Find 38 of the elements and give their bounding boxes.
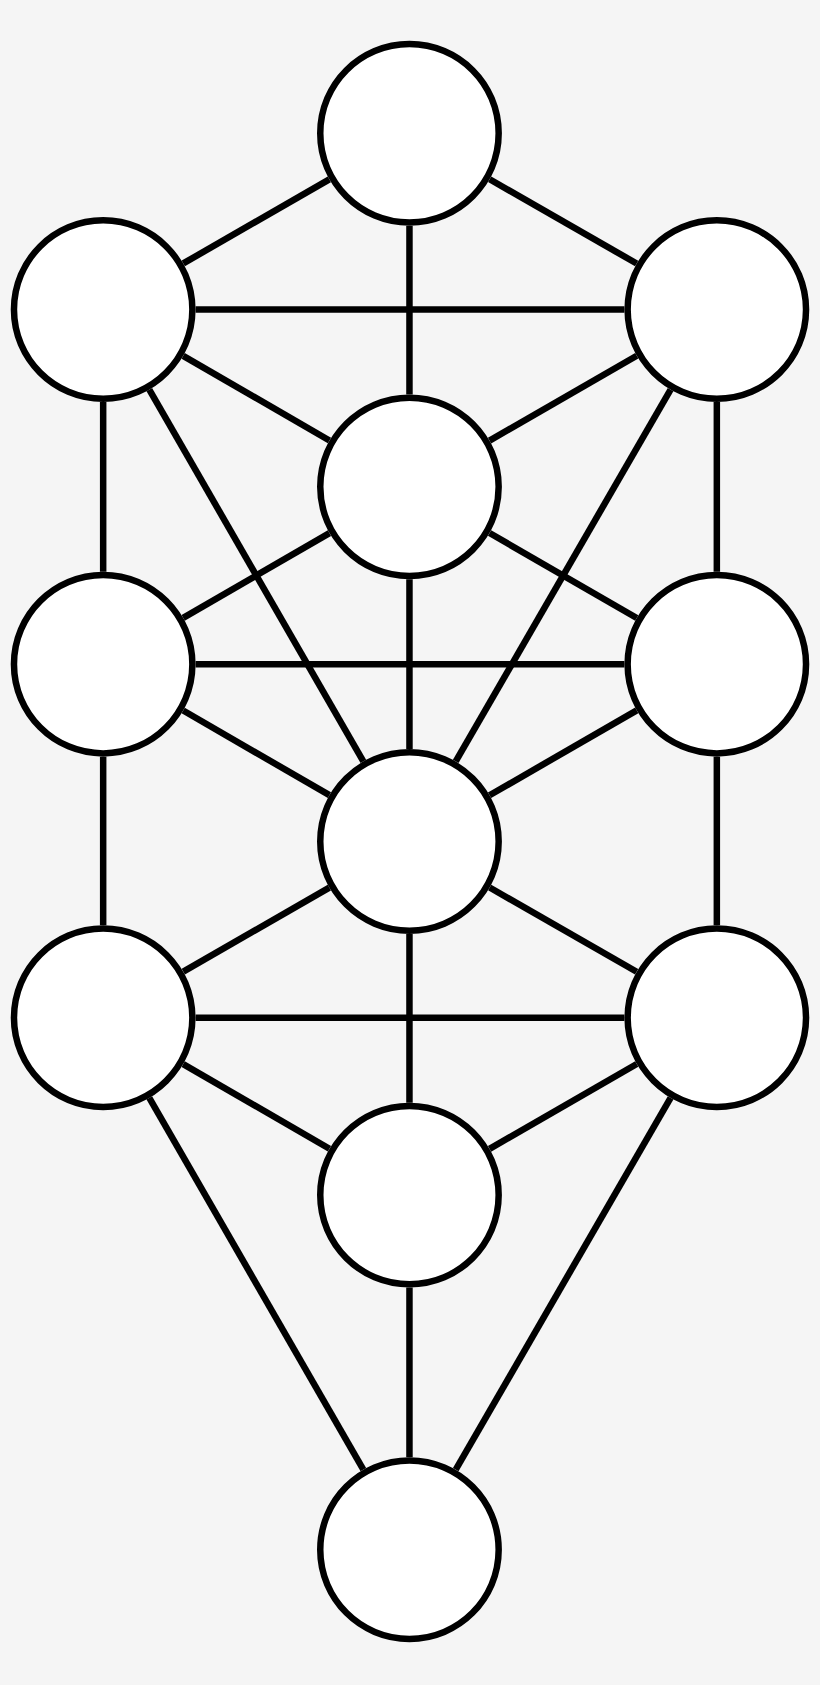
connector-line [195,1014,625,1021]
connector-line [99,756,107,926]
connector-line [181,1061,332,1152]
connector-line [488,884,639,975]
connector-line [181,884,331,975]
connector-line [713,756,721,926]
connector-line [406,1287,413,1458]
circle [10,217,196,402]
connector-line [406,225,413,395]
connector-line [181,707,332,798]
circle [624,217,810,402]
circle [10,925,196,1111]
connector-line [452,1096,674,1472]
connector-line [181,530,332,621]
connector-line [713,401,721,572]
circle [624,925,810,1111]
circle [10,571,196,757]
connector-line [146,388,367,763]
connector-line [487,352,639,444]
connector-line [488,176,639,267]
connector-line [452,387,674,764]
connector-line [99,401,107,572]
circle [624,571,810,757]
circle [317,749,502,934]
circle [317,394,502,580]
circle [317,1102,502,1288]
connector-line [146,1096,367,1472]
connector-line [181,353,332,444]
circle [317,1457,502,1643]
connector-line [181,176,331,267]
circle [317,40,502,226]
connector-line [406,933,413,1103]
connector-line [406,579,413,750]
connector-line [195,660,625,668]
connector-line [195,306,625,313]
connector-line [487,707,639,799]
connector-line [487,530,639,621]
connector-line [487,1061,639,1152]
